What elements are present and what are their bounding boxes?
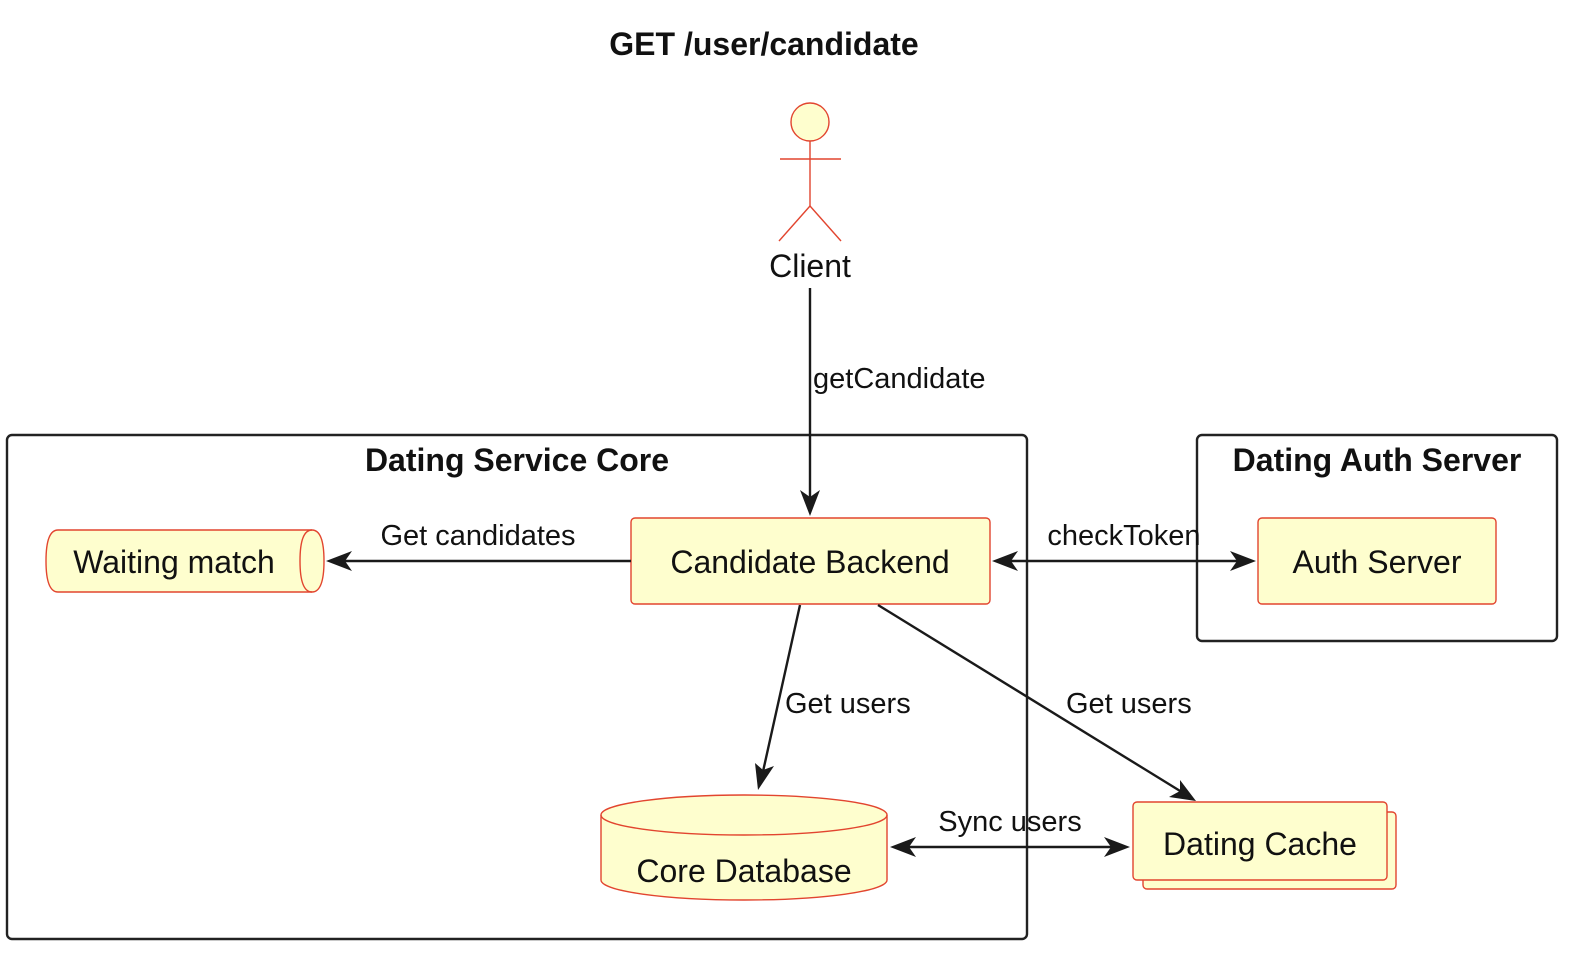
candidate-backend-label: Candidate Backend <box>670 544 949 580</box>
arrowhead-icon <box>800 490 820 516</box>
auth-server-node: Auth Server <box>1257 517 1497 605</box>
auth-server-label: Auth Server <box>1293 544 1462 580</box>
edge-label-get-candidates: Get candidates <box>380 520 575 552</box>
package-dating-service-core: Dating Service Core <box>5 433 1029 941</box>
waiting-match-label: Waiting match <box>73 544 275 580</box>
waiting-match-queue: Waiting match <box>45 529 325 593</box>
actor-icon <box>778 102 842 242</box>
edge-get-users-database: Get users <box>755 604 911 790</box>
candidate-backend-node: Candidate Backend <box>630 517 991 605</box>
arrowhead-icon <box>992 551 1018 571</box>
client-label: Client <box>769 248 851 284</box>
edge-label-sync-users: Sync users <box>938 806 1081 838</box>
dating-cache-label: Dating Cache <box>1163 826 1357 862</box>
package-title-auth: Dating Auth Server <box>1233 442 1522 478</box>
edge-label-check-token: checkToken <box>1047 520 1200 552</box>
diagram-title: GET /user/candidate <box>609 26 918 62</box>
arrowhead-icon <box>755 763 774 790</box>
dating-cache-node: Dating Cache <box>1132 801 1397 890</box>
edge-get-candidates: Get candidates <box>326 520 631 571</box>
arrowhead-icon <box>326 551 352 571</box>
edge-label-get-users-database: Get users <box>785 688 911 720</box>
arrowhead-icon <box>1169 780 1196 801</box>
arrowhead-icon <box>890 837 916 857</box>
edge-label-get-candidate: getCandidate <box>813 363 986 395</box>
edge-sync-users: Sync users <box>890 806 1130 857</box>
client-actor: Client <box>769 102 851 284</box>
core-database-label: Core Database <box>636 853 851 889</box>
edge-label-get-users-cache: Get users <box>1066 688 1192 720</box>
edge-get-candidate: getCandidate <box>800 288 986 516</box>
arrowhead-icon <box>1230 551 1256 571</box>
edge-check-token: checkToken <box>992 520 1256 571</box>
edge-get-users-cache: Get users <box>877 603 1196 801</box>
core-database-node: Core Database <box>600 794 888 901</box>
package-title-core: Dating Service Core <box>365 442 669 478</box>
arrowhead-icon <box>1104 837 1130 857</box>
package-dating-auth-server: Dating Auth Server <box>1195 433 1559 643</box>
